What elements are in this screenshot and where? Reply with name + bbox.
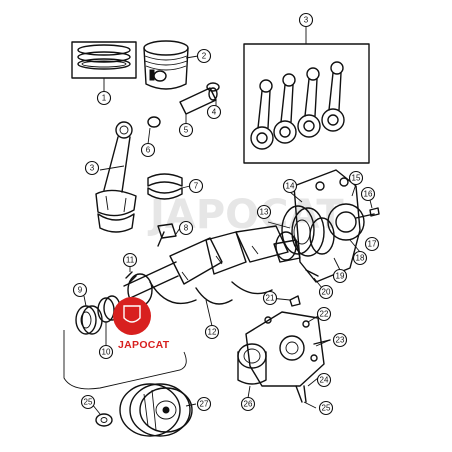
svg-text:26: 26 <box>244 400 253 409</box>
callout-25-left: 25 <box>80 394 96 410</box>
callout-27: 27 <box>196 396 212 412</box>
crank-bolt-washer <box>95 413 113 427</box>
svg-text:25: 25 <box>322 404 331 413</box>
callout-11: 11 <box>122 252 138 268</box>
svg-text:4: 4 <box>212 108 217 117</box>
leader-lines <box>83 26 373 415</box>
bearing-shells <box>147 173 183 200</box>
svg-text:20: 20 <box>322 288 331 297</box>
svg-text:12: 12 <box>208 328 217 337</box>
callout-12: 12 <box>204 324 220 340</box>
svg-text:17: 17 <box>368 240 377 249</box>
svg-text:2: 2 <box>202 52 207 61</box>
connecting-rod <box>95 121 137 233</box>
japocat-logo: JAPOCAT <box>113 297 170 351</box>
svg-text:21: 21 <box>266 294 275 303</box>
belt-outline <box>63 330 187 390</box>
svg-text:16: 16 <box>364 190 373 199</box>
logo-emblem-icon <box>123 305 141 323</box>
svg-text:25: 25 <box>84 398 93 407</box>
svg-text:3: 3 <box>304 16 309 25</box>
callout-15: 15 <box>348 170 364 186</box>
connecting-rods-set <box>243 43 370 164</box>
callout-9: 9 <box>72 282 88 298</box>
callout-2: 2 <box>196 48 212 64</box>
callout-23: 23 <box>332 332 348 348</box>
svg-text:18: 18 <box>356 254 365 263</box>
callout-6: 6 <box>140 142 156 158</box>
callout-20: 20 <box>318 284 334 300</box>
piston-rings <box>71 41 137 79</box>
svg-text:27: 27 <box>200 400 209 409</box>
oil-pump <box>237 295 331 403</box>
callout-24: 24 <box>316 372 332 388</box>
callout-14: 14 <box>282 178 298 194</box>
svg-text:9: 9 <box>78 286 83 295</box>
callout-5: 5 <box>178 122 194 138</box>
callout-17: 17 <box>364 236 380 252</box>
callout-1: 1 <box>96 90 112 106</box>
svg-text:7: 7 <box>194 182 199 191</box>
logo-text: JAPOCAT <box>118 339 170 351</box>
svg-text:24: 24 <box>320 376 329 385</box>
svg-text:19: 19 <box>336 272 345 281</box>
svg-text:3: 3 <box>90 164 95 173</box>
svg-text:13: 13 <box>260 208 269 217</box>
svg-text:6: 6 <box>146 146 151 155</box>
svg-text:10: 10 <box>102 348 111 357</box>
svg-text:14: 14 <box>286 182 295 191</box>
callout-16: 16 <box>360 186 376 202</box>
svg-text:8: 8 <box>184 224 189 233</box>
timing-cover-assembly <box>281 169 380 283</box>
crank-pulley <box>119 383 193 437</box>
piston <box>143 40 189 90</box>
callout-7: 7 <box>188 178 204 194</box>
svg-text:11: 11 <box>126 256 135 265</box>
svg-text:22: 22 <box>320 310 329 319</box>
callout-21: 21 <box>262 290 278 306</box>
logo-badge-icon <box>113 297 151 335</box>
callout-10: 10 <box>98 344 114 360</box>
callout-4: 4 <box>206 104 222 120</box>
svg-text:1: 1 <box>102 94 107 103</box>
callout-13: 13 <box>256 204 272 220</box>
callout-8: 8 <box>178 220 194 236</box>
callout-18: 18 <box>352 250 368 266</box>
callout-26: 26 <box>240 396 256 412</box>
callout-3-rod: 3 <box>84 160 100 176</box>
svg-text:15: 15 <box>352 174 361 183</box>
callout-25-right: 25 <box>318 400 334 416</box>
piston-pin <box>147 82 220 128</box>
svg-text:5: 5 <box>184 126 189 135</box>
rod-bolt <box>157 223 177 247</box>
callout-22: 22 <box>316 306 332 322</box>
callout-19: 19 <box>332 268 348 284</box>
svg-text:23: 23 <box>336 336 345 345</box>
callout-3-top: 3 <box>298 12 314 28</box>
